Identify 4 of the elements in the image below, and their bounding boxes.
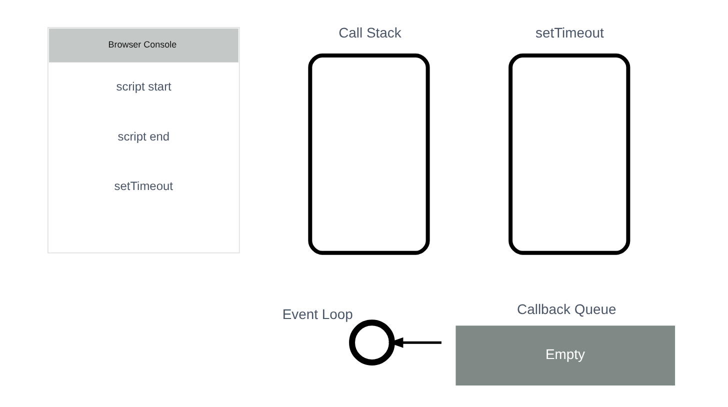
node-label: Call Stack (338, 24, 401, 41)
node-label: Event Loop (282, 306, 352, 322)
node-label: Callback Queue (516, 300, 616, 317)
node-label: setTimeout (534, 24, 604, 41)
